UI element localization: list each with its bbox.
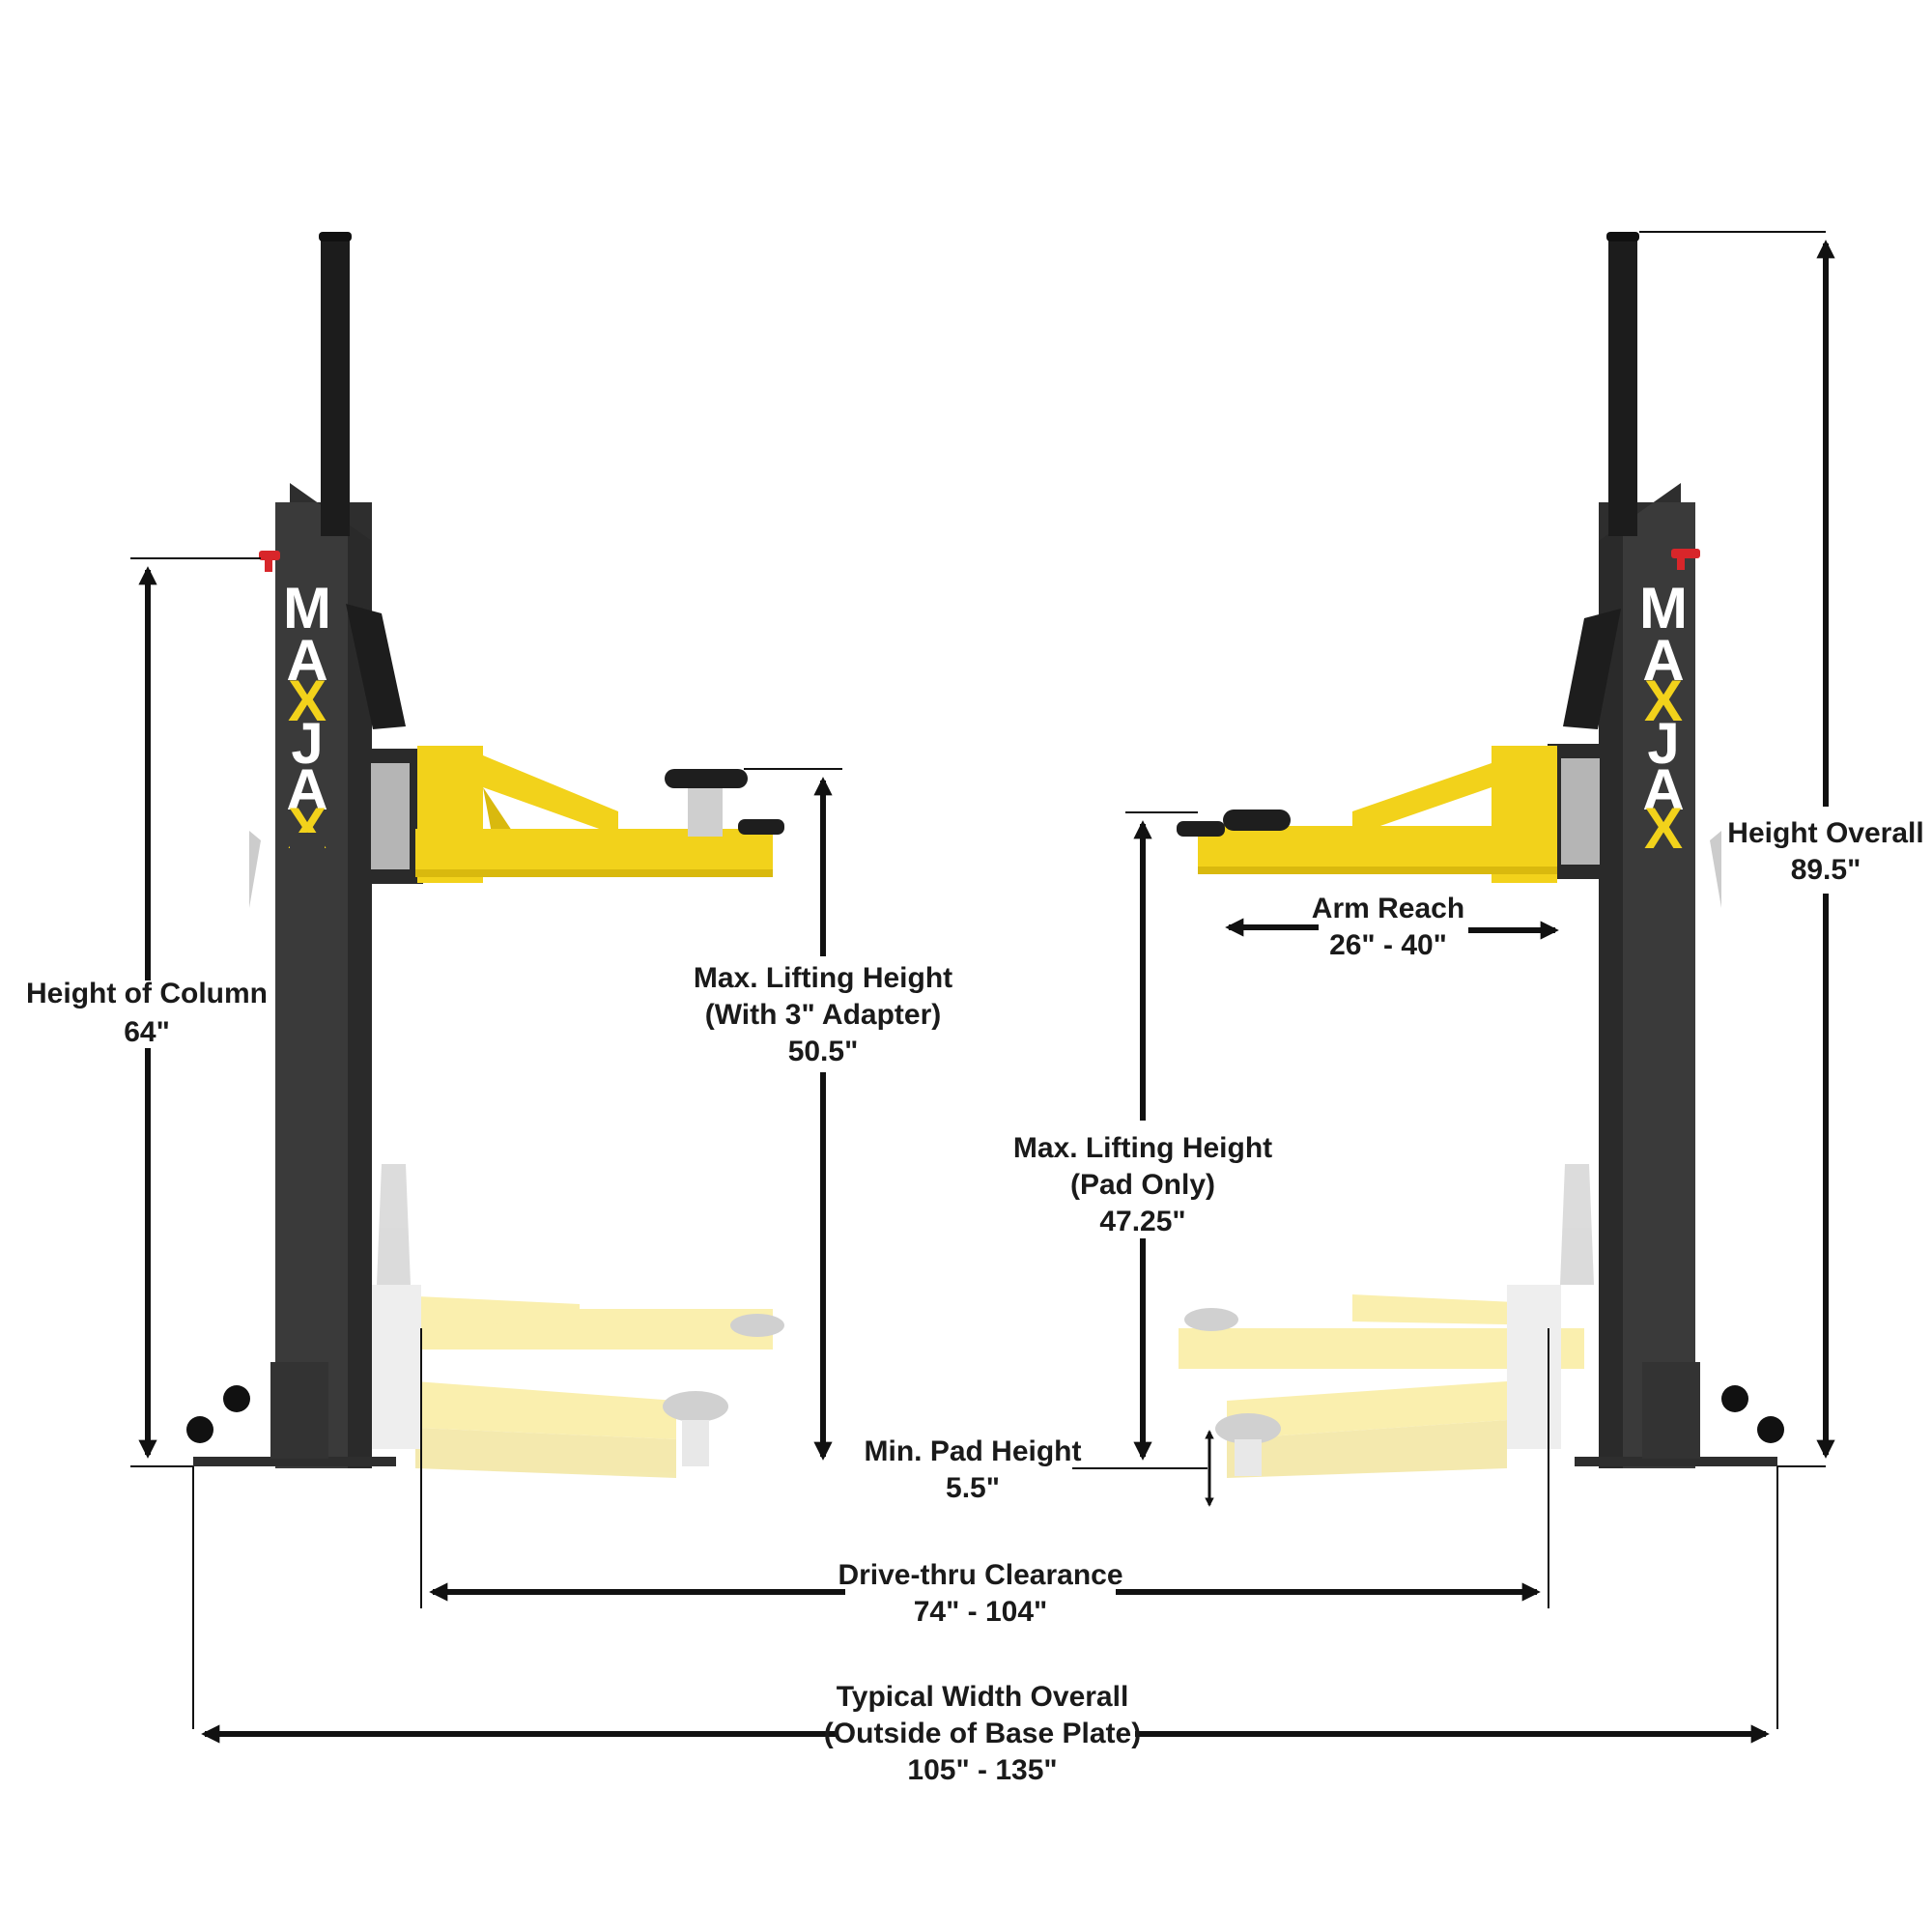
left-logo-letter-4: J <box>291 711 323 776</box>
right-safety-release-handle <box>1671 549 1700 570</box>
min-pad-height-value: 5.5" <box>946 1472 1000 1504</box>
left-safety-release-handle <box>259 551 280 572</box>
right-pad <box>1223 810 1291 831</box>
height-of-column-value: 64" <box>124 1016 170 1048</box>
right-cylinder <box>1608 237 1637 536</box>
right-lowered-arm-ghost <box>1179 1164 1594 1478</box>
left-cylinder <box>321 237 350 536</box>
left-logo-letter-3: X <box>288 668 327 733</box>
width-overall-subtitle: (Outside of Base Plate) <box>824 1718 1141 1749</box>
height-overall-value: 89.5" <box>1791 854 1861 886</box>
right-logo-letter-1: M <box>1639 576 1688 640</box>
left-logo-letter-2: A <box>286 628 327 693</box>
left-raised-arm <box>415 746 784 883</box>
drive-thru-value: 74" - 104" <box>914 1596 1048 1628</box>
left-base-plate <box>193 1457 396 1466</box>
height-overall-title: Height Overall <box>1727 817 1923 849</box>
left-adapter-stem <box>688 784 723 837</box>
right-lift: M A X J A X <box>1177 232 1784 1478</box>
max-lift-pad-value: 47.25" <box>1099 1206 1185 1237</box>
right-base-plate <box>1575 1457 1777 1466</box>
dimension-lines <box>130 231 1835 1744</box>
left-lift: M A X J A X <box>186 232 784 1478</box>
left-logo-letter-1: M <box>283 576 331 640</box>
right-logo-letter-5: A <box>1642 757 1684 822</box>
left-adapter-pad <box>665 769 748 788</box>
arm-reach-value: 26" - 40" <box>1329 929 1447 961</box>
min-pad-height-title: Min. Pad Height <box>865 1435 1082 1467</box>
right-brand-logo: M A X J A X <box>1639 576 1688 861</box>
max-lift-adapter-title: Max. Lifting Height <box>694 962 952 994</box>
right-logo-letter-6: X <box>1644 796 1683 861</box>
left-logo-letter-5: A <box>286 757 327 822</box>
right-logo-letter-4: J <box>1647 711 1679 776</box>
width-overall-value: 105" - 135" <box>907 1754 1057 1786</box>
width-overall-title: Typical Width Overall <box>837 1681 1129 1713</box>
drive-thru-title: Drive-thru Clearance <box>838 1559 1122 1591</box>
left-lowered-arm-ghost <box>367 1164 784 1478</box>
max-lift-adapter-value: 50.5" <box>788 1036 859 1067</box>
right-raised-arm <box>1177 746 1557 883</box>
left-brand-logo: M A X J A X <box>283 576 331 861</box>
max-lift-adapter-subtitle: (With 3" Adapter) <box>705 999 942 1031</box>
height-of-column-title: Height of Column <box>26 978 268 1009</box>
left-logo-letter-6: X <box>288 796 327 861</box>
right-logo-letter-2: A <box>1642 628 1684 693</box>
right-logo-letter-3: X <box>1644 668 1683 733</box>
max-lift-pad-subtitle: (Pad Only) <box>1070 1169 1215 1201</box>
max-lift-pad-title: Max. Lifting Height <box>1013 1132 1272 1164</box>
arm-reach-title: Arm Reach <box>1312 893 1464 924</box>
dimension-labels: Height of Column 64" Max. Lifting Height… <box>26 817 1924 1786</box>
